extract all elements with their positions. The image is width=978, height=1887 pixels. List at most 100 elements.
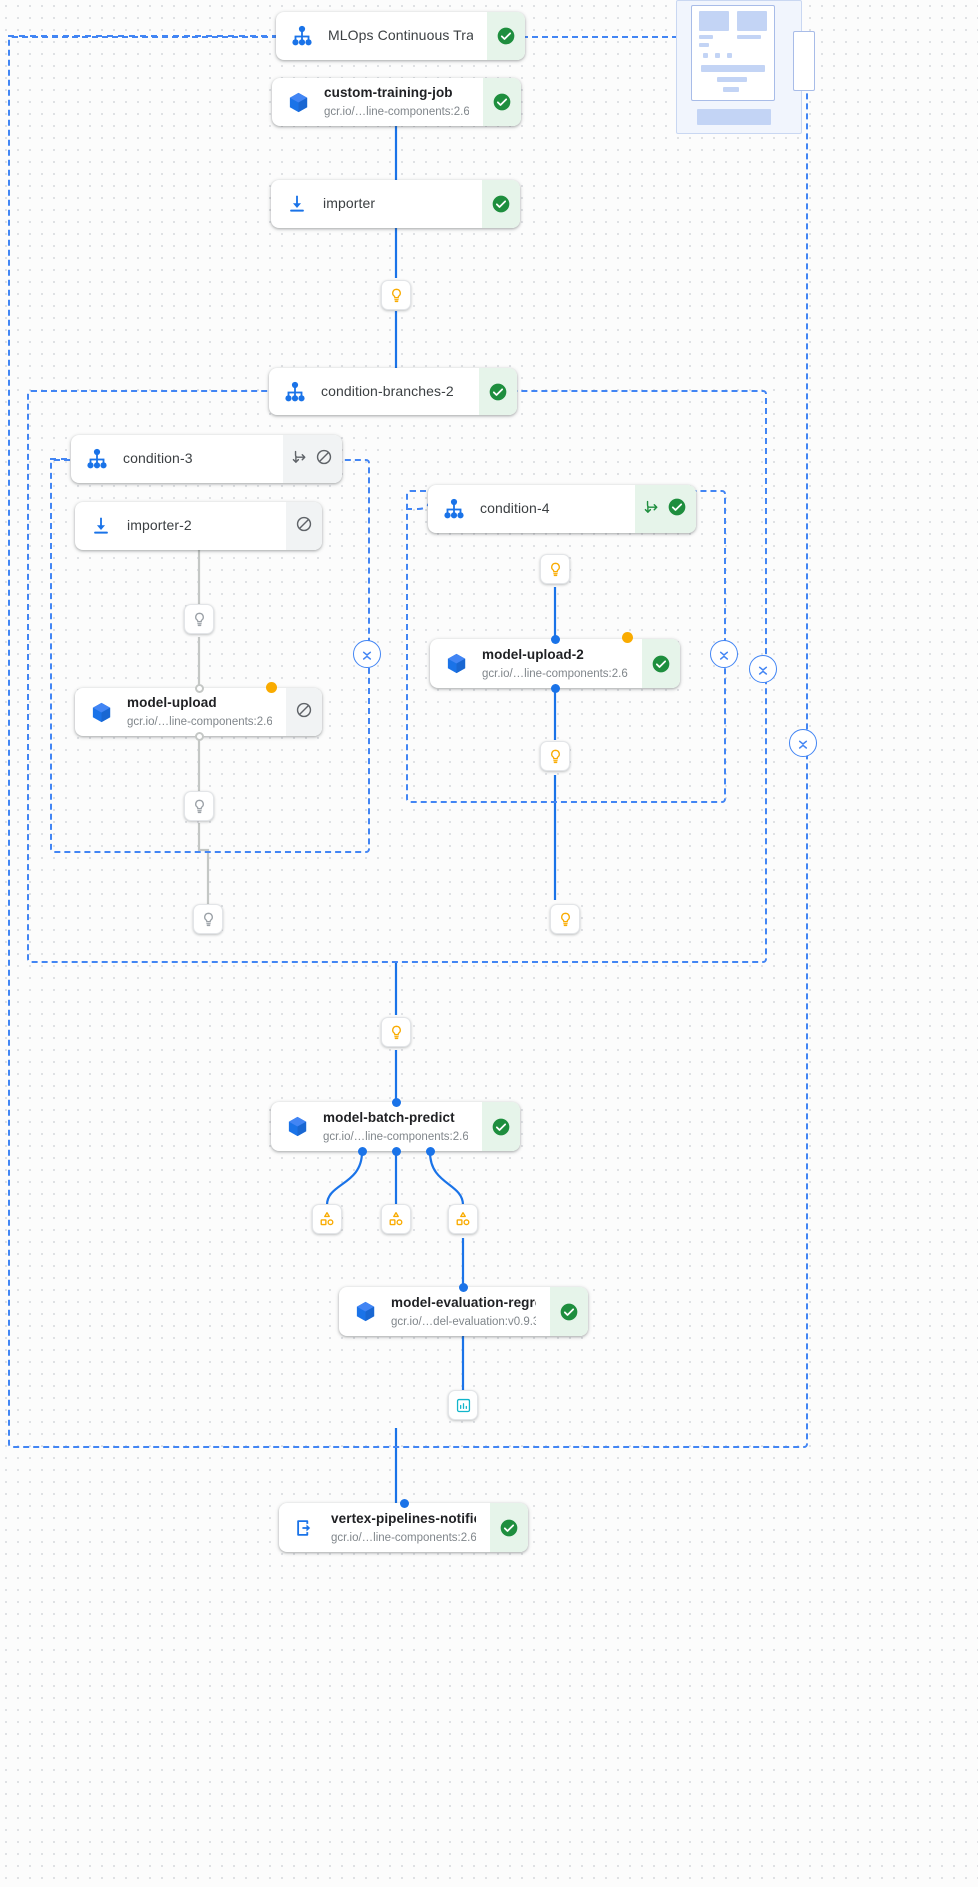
minimap-node: [703, 53, 708, 58]
node-model-upload-2[interactable]: model-upload-2 gcr.io/…line-components:2…: [430, 639, 680, 688]
artifact-cond4-out[interactable]: [550, 904, 580, 934]
node-title: MLOps Continuous Traini…: [328, 27, 473, 43]
minimap-node: [737, 35, 761, 39]
dag-root-icon: [83, 445, 111, 473]
dag-root-icon: [288, 22, 316, 50]
artifact-upload2-out[interactable]: [540, 741, 570, 771]
status-badge: [490, 1503, 528, 1552]
node-body[interactable]: importer-2: [75, 502, 286, 550]
node-body[interactable]: model-upload gcr.io/…line-components:2.6…: [75, 688, 286, 736]
skipped-circle-slash-icon: [295, 515, 313, 538]
import-download-icon: [87, 512, 115, 540]
dataset-shapes-icon: [320, 1212, 334, 1226]
node-subtitle: gcr.io/…line-components:2.6.0: [331, 1531, 476, 1544]
node-subtitle: gcr.io/…line-components:2.6.0: [323, 1130, 468, 1143]
model-bulb-icon: [550, 562, 560, 576]
check-circle-icon: [667, 497, 687, 522]
node-input-dot: [195, 732, 204, 741]
node-output-dot-left: [358, 1147, 367, 1156]
chevron-collapse-icon: [719, 651, 729, 660]
collapse-condition-branches-2[interactable]: [749, 655, 777, 683]
node-vertex-pipelines-notification[interactable]: vertex-pipelines-notificat… gcr.io/…line…: [279, 1503, 528, 1552]
model-bulb-icon: [391, 1025, 401, 1039]
artifact-cond3-out[interactable]: [193, 904, 223, 934]
node-title: condition-4: [480, 500, 550, 516]
status-badge: [642, 639, 680, 688]
artifact-branches-out[interactable]: [381, 1017, 411, 1047]
check-circle-icon: [492, 195, 510, 213]
node-output-dot: [195, 684, 204, 693]
check-circle-icon: [560, 1303, 578, 1320]
node-body[interactable]: model-evaluation-regres… gcr.io/…del-eva…: [339, 1287, 550, 1336]
node-text: model-upload-2 gcr.io/…line-components:2…: [482, 646, 628, 682]
status-badge: [479, 368, 517, 415]
node-text: model-upload gcr.io/…line-components:2.6…: [127, 694, 272, 730]
branch-arrow-icon[interactable]: [644, 498, 661, 520]
node-input-dot: [551, 635, 560, 644]
chevron-collapse-icon: [362, 651, 372, 660]
skipped-circle-slash-icon: [295, 701, 313, 724]
node-body[interactable]: vertex-pipelines-notificat… gcr.io/…line…: [279, 1503, 490, 1552]
node-model-evaluation-regression[interactable]: model-evaluation-regres… gcr.io/…del-eva…: [339, 1287, 588, 1336]
exit-arrow-icon: [291, 1514, 319, 1542]
artifact-metrics[interactable]: [448, 1390, 478, 1420]
status-badge: [483, 78, 521, 126]
minimap-viewport-edge[interactable]: [793, 31, 815, 91]
node-body[interactable]: condition-branches-2: [269, 368, 479, 415]
import-download-icon: [283, 190, 311, 218]
check-circle-icon: [500, 1519, 518, 1536]
branch-arrow-icon[interactable]: [292, 448, 309, 470]
node-body[interactable]: custom-training-job gcr.io/…line-compone…: [272, 78, 483, 126]
artifact-batch-pred-3[interactable]: [448, 1204, 478, 1234]
node-custom-training-job[interactable]: custom-training-job gcr.io/…line-compone…: [272, 78, 521, 126]
node-subtitle: gcr.io/…line-components:2.6.0: [324, 106, 469, 118]
artifact-batch-pred-2[interactable]: [381, 1204, 411, 1234]
node-body[interactable]: condition-3: [71, 435, 283, 483]
collapse-condition-4[interactable]: [710, 640, 738, 668]
node-condition-branches-2[interactable]: condition-branches-2: [269, 368, 517, 415]
status-badge: [635, 485, 696, 533]
node-body[interactable]: model-upload-2 gcr.io/…line-components:2…: [430, 639, 642, 688]
artifact-batch-pred-1[interactable]: [312, 1204, 342, 1234]
node-importer-2[interactable]: importer-2: [75, 502, 322, 550]
node-output-dot-mid: [392, 1147, 401, 1156]
node-body[interactable]: condition-4: [428, 485, 635, 533]
node-model-upload[interactable]: model-upload gcr.io/…line-components:2.6…: [75, 688, 322, 736]
minimap-node: [723, 87, 739, 92]
minimap-node: [697, 109, 771, 125]
artifact-model-upload-out[interactable]: [184, 791, 214, 821]
collapse-root-dag[interactable]: [789, 729, 817, 757]
artifact-importer-out[interactable]: [381, 280, 411, 310]
check-circle-icon: [497, 27, 515, 45]
minimap-node: [699, 11, 729, 31]
node-mlops-continuous-training[interactable]: MLOps Continuous Traini…: [276, 12, 525, 60]
node-title: vertex-pipelines-notificat…: [331, 1510, 476, 1526]
artifact-cond4-in[interactable]: [540, 554, 570, 584]
minimap-node: [717, 77, 747, 82]
node-text: custom-training-job gcr.io/…line-compone…: [324, 84, 469, 120]
node-text: condition-3: [123, 450, 193, 468]
node-body[interactable]: importer: [271, 180, 482, 228]
node-text: importer-2: [127, 517, 192, 535]
artifact-importer2-out[interactable]: [184, 604, 214, 634]
node-body[interactable]: model-batch-predict gcr.io/…line-compone…: [271, 1102, 482, 1151]
node-text: MLOps Continuous Traini…: [328, 27, 473, 45]
node-importer[interactable]: importer: [271, 180, 520, 228]
node-model-batch-predict[interactable]: model-batch-predict gcr.io/…line-compone…: [271, 1102, 520, 1151]
minimap[interactable]: [676, 0, 815, 134]
node-body[interactable]: MLOps Continuous Traini…: [276, 12, 487, 60]
metrics-chart-icon: [456, 1398, 470, 1412]
status-badge: [482, 1102, 520, 1151]
collapse-condition-3[interactable]: [353, 640, 381, 668]
node-condition-4[interactable]: condition-4: [428, 485, 696, 533]
node-output-dot: [551, 684, 560, 693]
node-input-dot: [400, 1499, 409, 1508]
status-badge: [286, 688, 322, 736]
node-output-dot-amber: [266, 682, 277, 693]
node-text: vertex-pipelines-notificat… gcr.io/…line…: [331, 1510, 476, 1546]
check-circle-icon: [493, 93, 511, 111]
chevron-collapse-icon: [798, 740, 808, 749]
node-title: model-upload-2: [482, 646, 584, 662]
node-condition-3[interactable]: condition-3: [71, 435, 342, 483]
